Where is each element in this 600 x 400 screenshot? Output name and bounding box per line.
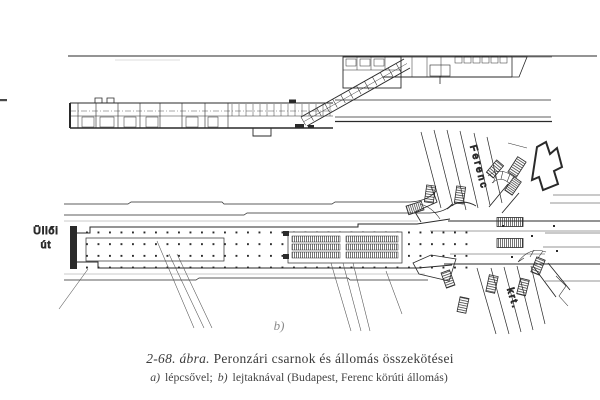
street-label-ulloi-line2: út (41, 239, 52, 251)
column-dots (86, 231, 468, 269)
left-end-wall (70, 226, 77, 269)
street-label-ferenc: Ferenc (467, 144, 490, 191)
entrance-stairs (405, 156, 546, 314)
caption-sub-a-text: lépcsővel; (164, 370, 213, 384)
caption-sub-b-label: b) (217, 370, 228, 384)
ticket-hall-section (383, 56, 552, 84)
caption-figure-number: 2-68. ábra. (146, 351, 210, 366)
caption-sub-a-label: a) (150, 370, 161, 384)
escalator-bank-hatch (283, 231, 403, 264)
section-a-drawing (68, 55, 597, 137)
tunnel-lines-section (335, 99, 552, 123)
platform-hall-section (69, 97, 333, 137)
surface-line (68, 55, 597, 61)
entrance-stair (516, 277, 530, 297)
caption-line-2: a) lépcsővel; b) lejtaknával (Budapest, … (0, 370, 600, 385)
plan-b-drawing: Üllői út Ferenc krt. (33, 129, 600, 335)
caption-line-1: 2-68. ábra. Peronzári csarnok és állomás… (0, 351, 600, 367)
entrance-stair (507, 156, 527, 178)
entrance-stair (504, 176, 522, 196)
entrance-stair (485, 274, 499, 294)
platform-hall-plan (70, 218, 468, 269)
caption-title: Peronzári csarnok és állomás összekötése… (213, 351, 454, 366)
caption-sub-b-text: lejtaknával (Budapest, Ferenc körúti áll… (232, 370, 448, 384)
figure-caption: 2-68. ábra. Peronzári csarnok és állomás… (0, 351, 600, 385)
entrance-stair (440, 269, 456, 289)
street-label-ulloi-line1: Üllői (33, 225, 58, 237)
entrance-stair (405, 200, 425, 216)
entrance-stair (530, 256, 546, 276)
entrance-stair (496, 217, 524, 227)
entrance-stair (456, 296, 470, 314)
entrance-stair (485, 159, 505, 179)
print-mark (0, 99, 7, 102)
escalator-shaft (295, 58, 411, 128)
inner-platform-outline (85, 237, 225, 262)
entrance-stair (496, 238, 524, 248)
panel-b-label: b) (273, 318, 285, 333)
entrance-stair (453, 185, 467, 205)
corner-building-outline (507, 140, 564, 192)
leader-lines (58, 240, 403, 332)
entrance-stair (423, 184, 437, 204)
